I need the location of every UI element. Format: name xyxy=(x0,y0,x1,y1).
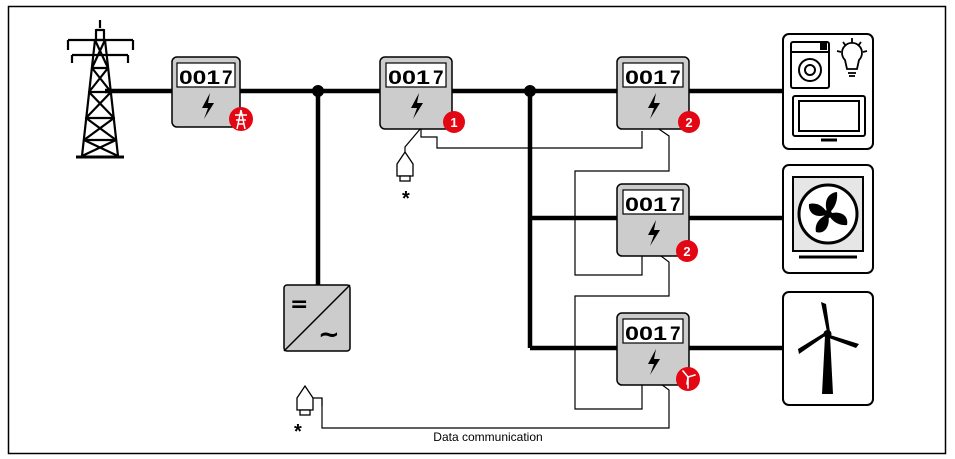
footnote-asterisk: * xyxy=(402,188,410,210)
dc-symbol: = xyxy=(290,292,308,317)
power-lines xyxy=(105,88,783,351)
meter-primary: 001 7 1 xyxy=(379,56,465,133)
monitor-icon xyxy=(792,95,866,142)
meter-consumer-heatpump: 001 7 2 xyxy=(616,183,698,262)
meter-badge xyxy=(229,107,253,131)
meter-consumer-household: 001 7 2 xyxy=(616,56,700,133)
fan-icon xyxy=(808,192,848,233)
meter-reading-end: 7 xyxy=(433,68,444,89)
footnote-asterisk: * xyxy=(294,421,302,443)
meter-reading: 001 xyxy=(625,324,668,345)
meter-reading: 001 xyxy=(625,68,668,89)
data-communication-wires xyxy=(304,124,670,429)
meter-reading: 001 xyxy=(179,68,221,89)
meter-badge-number: 2 xyxy=(685,115,692,130)
meter-display xyxy=(622,318,684,344)
lightning-icon xyxy=(411,93,423,119)
meter-reading: 001 xyxy=(625,195,668,216)
meter-display xyxy=(176,62,236,88)
meter-display xyxy=(385,62,447,88)
data-connector-icon xyxy=(296,384,314,416)
data-connector-icon xyxy=(396,150,414,182)
heat-pump-box xyxy=(782,164,874,274)
household-appliances-box xyxy=(782,33,874,150)
meter-reading-end: 7 xyxy=(670,68,681,89)
meter-grid-feed: 001 7 xyxy=(171,56,253,131)
tower-badge-icon xyxy=(235,109,247,130)
light-bulb-icon xyxy=(836,38,868,77)
lightning-icon xyxy=(202,93,214,119)
lightning-icon xyxy=(648,349,660,375)
meter-badge xyxy=(678,111,700,133)
inverter-diagonal xyxy=(283,284,351,352)
meter-generator-wind: 001 7 xyxy=(616,312,700,391)
diagram-frame xyxy=(7,5,947,455)
meter-display xyxy=(622,189,684,215)
grid-tower-icon xyxy=(66,20,135,159)
meter-reading-end: 7 xyxy=(670,195,681,216)
meter-badge xyxy=(676,240,698,262)
meter-reading-end: 7 xyxy=(670,324,681,345)
ac-symbol: ~ xyxy=(318,320,340,350)
meter-display xyxy=(622,62,684,88)
data-communication-label: Data communication xyxy=(433,430,542,444)
junction-dot xyxy=(524,85,536,97)
lightning-icon xyxy=(648,220,660,246)
meter-badge-number: 1 xyxy=(450,115,457,130)
lightning-icon xyxy=(648,93,660,119)
junction-dot xyxy=(312,85,324,97)
meter-badge-number: 2 xyxy=(683,244,690,259)
wind-turbine-icon xyxy=(798,302,859,394)
wind-badge-icon xyxy=(682,370,696,389)
meter-reading: 001 xyxy=(388,68,431,89)
inverter: = ~ xyxy=(283,284,351,352)
washing-machine-icon xyxy=(790,41,830,89)
meter-badge xyxy=(443,111,465,133)
meter-reading-end: 7 xyxy=(222,68,233,89)
wind-turbine-box xyxy=(782,291,874,406)
